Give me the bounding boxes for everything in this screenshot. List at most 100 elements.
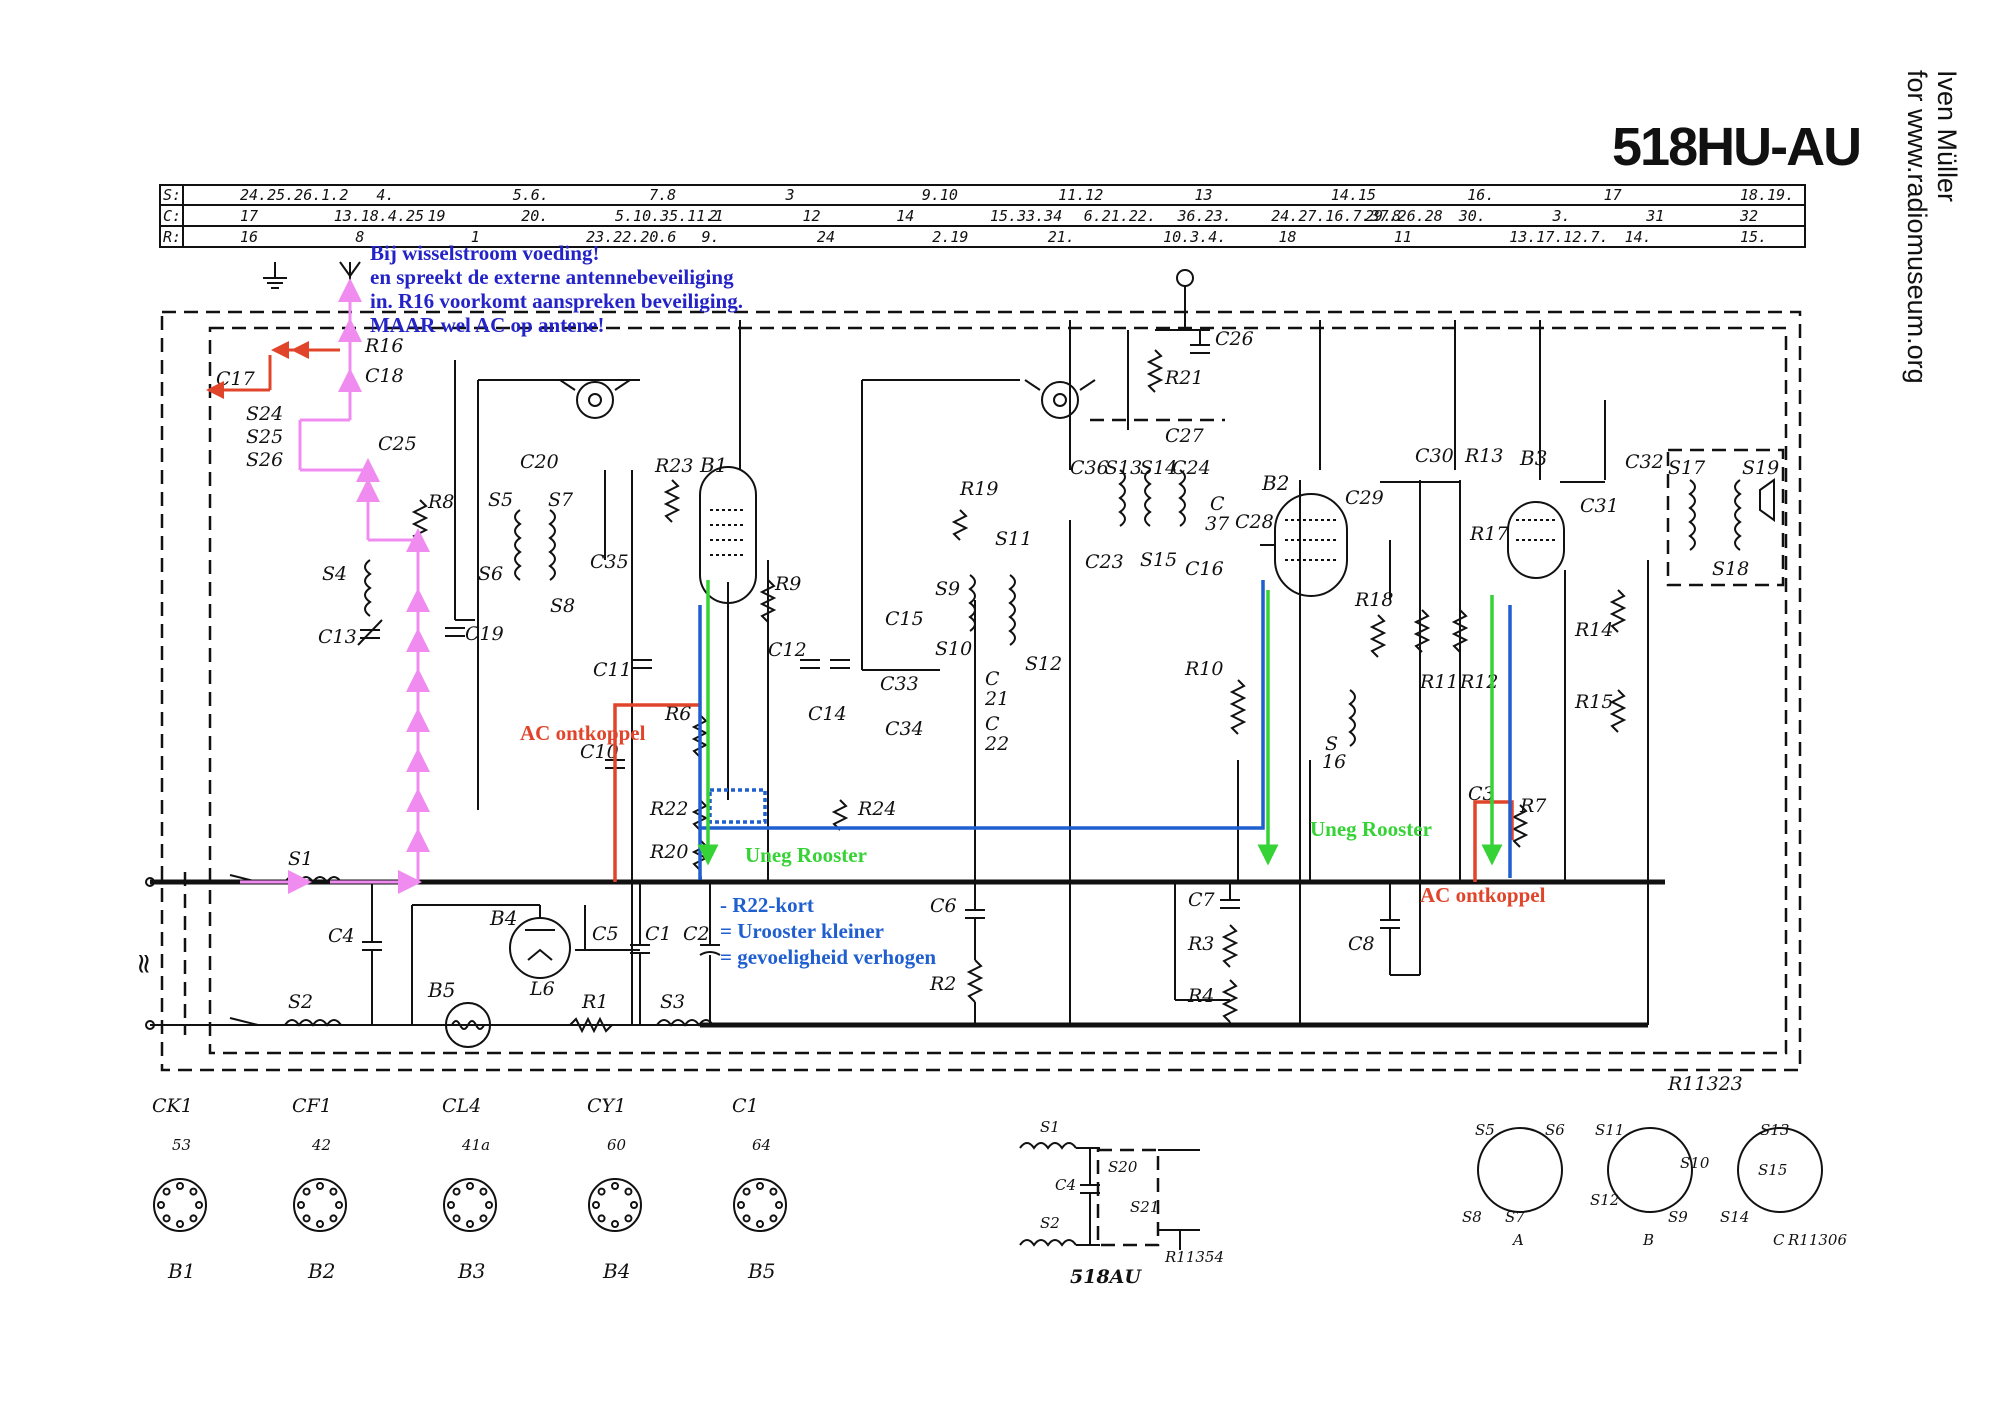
table-cell: 24 — [817, 228, 835, 246]
svg-text:S14: S14 — [1720, 1208, 1749, 1226]
svg-text:C5: C5 — [592, 923, 619, 945]
table-cell: 13.17.12.7. — [1509, 228, 1608, 246]
resistor-r20: R20 — [649, 839, 709, 871]
svg-text:C7: C7 — [1188, 889, 1216, 911]
note-wissel-line-3: in. R16 voorkomt aanspreken beveiliging. — [370, 289, 743, 313]
tube-b3: B3 — [1507, 446, 1565, 579]
svg-text:C11: C11 — [593, 659, 632, 681]
svg-text:R23: R23 — [654, 455, 693, 477]
table-cell: 24.25.26.1.2 — [240, 186, 348, 204]
svg-text:R10: R10 — [1184, 658, 1223, 680]
resistor-r4: R4 — [1187, 979, 1239, 1025]
svg-text:R19: R19 — [959, 478, 998, 500]
table-row-s-label: S: — [163, 186, 181, 204]
svg-text:S25: S25 — [246, 426, 283, 448]
neg-grid-arrows-green — [697, 580, 1503, 866]
svg-text:S17: S17 — [1668, 457, 1706, 479]
base-type-label: CY1 — [587, 1095, 626, 1117]
credit-block: Iven Müller for www.radiomuseum.org — [1902, 70, 1962, 384]
capacitor-c7: C7 — [1188, 882, 1240, 911]
base-type-label: CL4 — [442, 1095, 481, 1117]
credit-line-2: for www.radiomuseum.org — [1902, 70, 1932, 384]
base-tube-label: B1 — [167, 1259, 195, 1283]
ac-decoupling-red-left — [613, 703, 700, 882]
note-wissel-line-2: en spreekt de externe antennebeveiliging — [370, 265, 734, 289]
base-tube-label: B3 — [457, 1259, 485, 1283]
base-type-label: CF1 — [292, 1095, 332, 1117]
note-r22-line-1: - R22-kort — [720, 893, 814, 917]
svg-text:S4: S4 — [322, 563, 347, 585]
svg-text:S15: S15 — [1758, 1161, 1787, 1179]
svg-text:R12: R12 — [1459, 671, 1498, 693]
svg-text:S13: S13 — [1105, 457, 1142, 479]
base-number-label: 60 — [607, 1136, 627, 1154]
svg-text:R17: R17 — [1469, 523, 1509, 545]
svg-text:R2: R2 — [929, 973, 956, 995]
inset-code: R11354 — [1164, 1248, 1224, 1266]
tube-b1: B1 — [699, 453, 757, 604]
svg-text:C29: C29 — [1345, 487, 1384, 509]
svg-text:S3: S3 — [660, 991, 685, 1013]
svg-text:S2: S2 — [1040, 1214, 1060, 1232]
svg-text:C20: C20 — [520, 451, 559, 473]
base-number-label: 41a — [461, 1136, 490, 1154]
table-cell: 2 — [709, 207, 718, 225]
table-cell: 9. — [702, 228, 720, 246]
capacitor-c8: C8 — [1348, 882, 1400, 975]
base-type-label: C1 — [732, 1095, 759, 1117]
svg-text:L6: L6 — [529, 978, 555, 1000]
table-row-c-label: C: — [163, 207, 181, 225]
svg-text:C26: C26 — [1215, 328, 1254, 350]
svg-text:B2: B2 — [1261, 471, 1289, 495]
mains-symbol: ≈ — [128, 952, 161, 975]
capacitor-c11: C11 — [593, 659, 652, 681]
svg-text:B3: B3 — [1519, 446, 1547, 470]
wave-switch-2 — [1024, 379, 1096, 419]
coil-unit-label-b: B — [1642, 1231, 1654, 1249]
table-cell: 30. — [1458, 207, 1486, 225]
tube-b2: B2 — [1261, 471, 1348, 597]
table-cell: 31 — [1645, 207, 1664, 225]
table-cell: 3 — [784, 186, 794, 204]
table-cell: 16. — [1467, 186, 1494, 204]
svg-text:R21: R21 — [1164, 367, 1203, 389]
svg-text:R1: R1 — [581, 991, 608, 1013]
capacitor-c5: C5 — [575, 905, 640, 951]
chassis-outline-outer — [160, 310, 1802, 1072]
base-type-label: CK1 — [152, 1095, 193, 1117]
svg-text:C3: C3 — [1468, 783, 1495, 805]
svg-text:S12: S12 — [1025, 653, 1062, 675]
base-number-label: 53 — [172, 1136, 191, 1154]
resistor-r22: R22 — [649, 798, 709, 831]
svg-text:S10: S10 — [1680, 1154, 1710, 1172]
coil-s4 — [364, 559, 372, 617]
svg-text:S1: S1 — [288, 848, 313, 870]
svg-text:C36: C36 — [1070, 457, 1109, 479]
svg-text:S6: S6 — [1545, 1121, 1565, 1139]
svg-text:S2: S2 — [288, 991, 313, 1013]
coil-s3: S3 — [656, 991, 714, 1027]
resistor-r3: R3 — [1187, 924, 1239, 968]
table-cell: 17 — [1604, 186, 1622, 204]
table-cell: 10.3.4. — [1163, 228, 1226, 246]
resistor-r11: R11 — [1413, 609, 1458, 693]
tube-b5: B5 — [427, 978, 491, 1048]
table-cell: 21. — [1048, 228, 1075, 246]
svg-text:S11: S11 — [1595, 1121, 1624, 1139]
svg-text:R3: R3 — [1187, 933, 1214, 955]
svg-text:S6: S6 — [478, 563, 503, 585]
inset-518au: S1 S2 C4 S20 S21 R11354 518AU — [1019, 1118, 1224, 1288]
svg-text:C8: C8 — [1348, 933, 1375, 955]
base-number-label: 64 — [752, 1136, 771, 1154]
coil-s16: S 16 — [1322, 689, 1356, 773]
table-cell: 32 — [1739, 207, 1758, 225]
svg-text:B1: B1 — [699, 453, 727, 477]
coil-s1: S1 — [284, 848, 342, 884]
svg-text:C28: C28 — [1235, 511, 1274, 533]
svg-text:R11: R11 — [1419, 671, 1458, 693]
svg-text:R4: R4 — [1187, 985, 1214, 1007]
table-cell: 29.8 — [1365, 207, 1401, 225]
svg-text:S8: S8 — [550, 595, 575, 617]
